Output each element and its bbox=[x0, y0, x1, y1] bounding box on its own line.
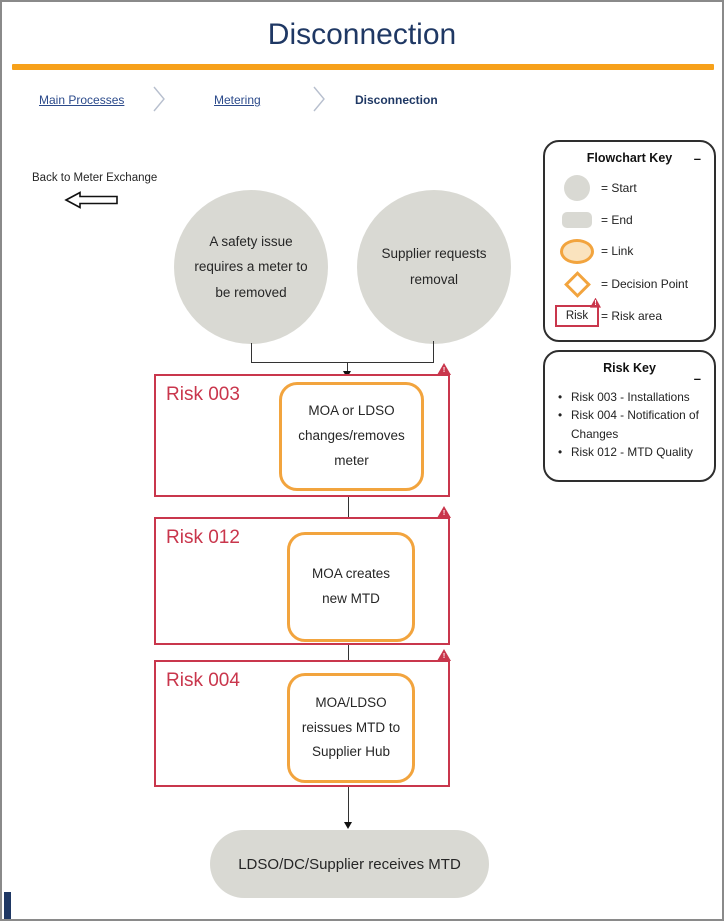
start-circle-icon bbox=[564, 175, 590, 202]
risk-key-title: Risk Key bbox=[603, 361, 656, 375]
risk-icon-label: Risk bbox=[565, 309, 589, 322]
key-label: = Link bbox=[601, 244, 634, 259]
end-rounded-rect-icon bbox=[562, 212, 592, 229]
process-node-moa-creates-mtd: MOA creates new MTD bbox=[287, 532, 415, 642]
risk-label: Risk 012 bbox=[166, 527, 240, 548]
key-row-end: = End bbox=[553, 212, 710, 229]
connector-line bbox=[348, 645, 349, 663]
connector-line bbox=[347, 362, 348, 371]
risk-003-box: Risk 003 ! MOA or LDSO changes/removes m… bbox=[154, 363, 451, 497]
chevron-right-icon bbox=[153, 86, 165, 112]
warning-triangle-icon: ! bbox=[590, 297, 601, 308]
risk-key-collapse-button[interactable]: – bbox=[693, 371, 701, 386]
flowchart-key-collapse-button[interactable]: – bbox=[693, 151, 701, 166]
risk-key-item: • Risk 003 - Installations bbox=[558, 388, 708, 406]
risk-004-box: Risk 004 ! MOA/LDSO reissues MTD to Supp… bbox=[154, 649, 451, 787]
warning-triangle-icon: ! bbox=[437, 506, 451, 518]
key-row-decision: = Decision Point bbox=[553, 270, 710, 298]
key-label: = Decision Point bbox=[601, 277, 689, 292]
connector-line bbox=[251, 343, 252, 362]
key-label: = Risk area bbox=[601, 308, 663, 323]
process-node-reissues-mtd: MOA/LDSO reissues MTD to Supplier Hub bbox=[287, 673, 415, 783]
link-ellipse-icon bbox=[560, 238, 594, 264]
flowchart-key-title: Flowchart Key bbox=[586, 151, 673, 165]
risk-rectangle-icon: Risk ! bbox=[555, 297, 601, 327]
key-row-link: = Link bbox=[553, 238, 710, 264]
connector-line bbox=[348, 787, 349, 823]
key-row-risk: Risk ! = Risk area bbox=[553, 297, 710, 327]
risk-key-panel: Risk Key – • Risk 003 - Installations • … bbox=[543, 350, 716, 482]
warning-triangle-icon: ! bbox=[437, 363, 451, 375]
arrowhead-icon bbox=[344, 822, 352, 829]
breadcrumb-disconnection: Disconnection bbox=[355, 93, 438, 107]
end-node-receives-mtd: LDSO/DC/Supplier receives MTD bbox=[210, 830, 489, 898]
breadcrumb-metering[interactable]: Metering bbox=[214, 93, 261, 107]
process-node-changes-removes-meter: MOA or LDSO changes/removes meter bbox=[279, 382, 424, 491]
key-label: = Start bbox=[601, 181, 637, 196]
warning-triangle-icon: ! bbox=[437, 649, 451, 661]
risk-key-item: • Risk 012 - MTD Quality bbox=[558, 443, 708, 461]
breadcrumb-main-processes[interactable]: Main Processes bbox=[39, 93, 125, 107]
risk-key-item-text: Risk 004 - Notification of Changes bbox=[571, 408, 699, 441]
key-label: = End bbox=[601, 213, 633, 228]
risk-label: Risk 003 bbox=[166, 384, 240, 405]
title-underline bbox=[12, 64, 714, 70]
risk-label: Risk 004 bbox=[166, 670, 240, 691]
start-node-supplier-request: Supplier requests removal bbox=[357, 190, 511, 344]
back-link-label[interactable]: Back to Meter Exchange bbox=[32, 172, 158, 184]
bottom-left-accent-strip bbox=[4, 892, 11, 919]
decision-diamond-icon bbox=[563, 270, 591, 298]
back-arrow-icon[interactable] bbox=[64, 191, 120, 209]
risk-key-item: • Risk 004 - Notification of Changes bbox=[558, 406, 708, 443]
chevron-right-icon bbox=[313, 86, 325, 112]
connector-line bbox=[433, 341, 434, 362]
flowchart-key-panel: Flowchart Key – = Start = End = Link = D… bbox=[543, 140, 716, 342]
connector-line bbox=[251, 362, 434, 363]
key-row-start: = Start bbox=[553, 175, 710, 202]
risk-012-box: Risk 012 ! MOA creates new MTD bbox=[154, 506, 451, 645]
risk-key-item-text: Risk 012 - MTD Quality bbox=[571, 444, 693, 459]
start-node-safety-issue: A safety issue requires a meter to be re… bbox=[174, 190, 328, 344]
risk-key-item-text: Risk 003 - Installations bbox=[571, 390, 690, 404]
connector-line bbox=[348, 497, 349, 522]
page-title: Disconnection bbox=[267, 18, 457, 51]
